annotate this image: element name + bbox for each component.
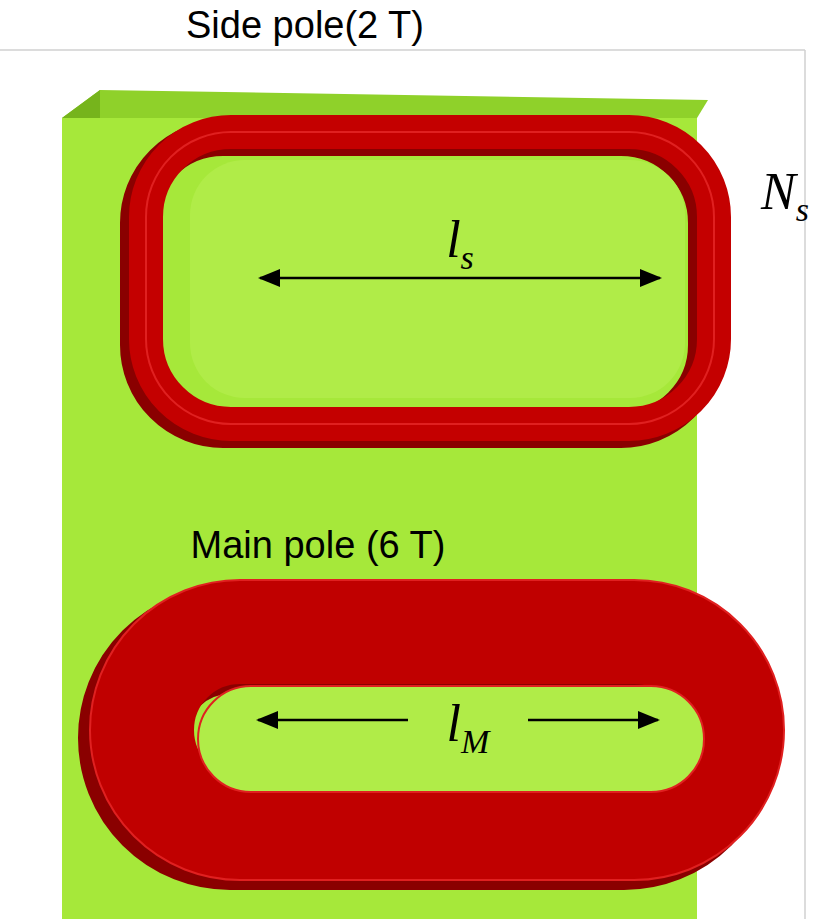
- pole-title: Side pole(2 T): [186, 6, 424, 44]
- dimension-arrow: [528, 719, 658, 722]
- dimension-arrow: [258, 719, 408, 722]
- frame-line: [0, 49, 805, 51]
- pole-title: Main pole (6 T): [191, 526, 446, 564]
- main-coil: [142, 632, 732, 828]
- frame-line: [804, 50, 806, 919]
- main-coil-edge: [90, 580, 784, 880]
- yoke-top-face: [62, 90, 708, 118]
- dimension-arrow: [260, 277, 660, 280]
- side-coil: [146, 132, 714, 424]
- side-pole-face: [190, 160, 685, 398]
- side-coil-back: [138, 138, 706, 430]
- main-pole-face: [198, 686, 704, 792]
- dimension-label: lM: [447, 698, 490, 750]
- side-coil-edge: [146, 132, 714, 424]
- turns-label: Ns: [761, 166, 809, 218]
- dimension-label: ls: [446, 214, 474, 266]
